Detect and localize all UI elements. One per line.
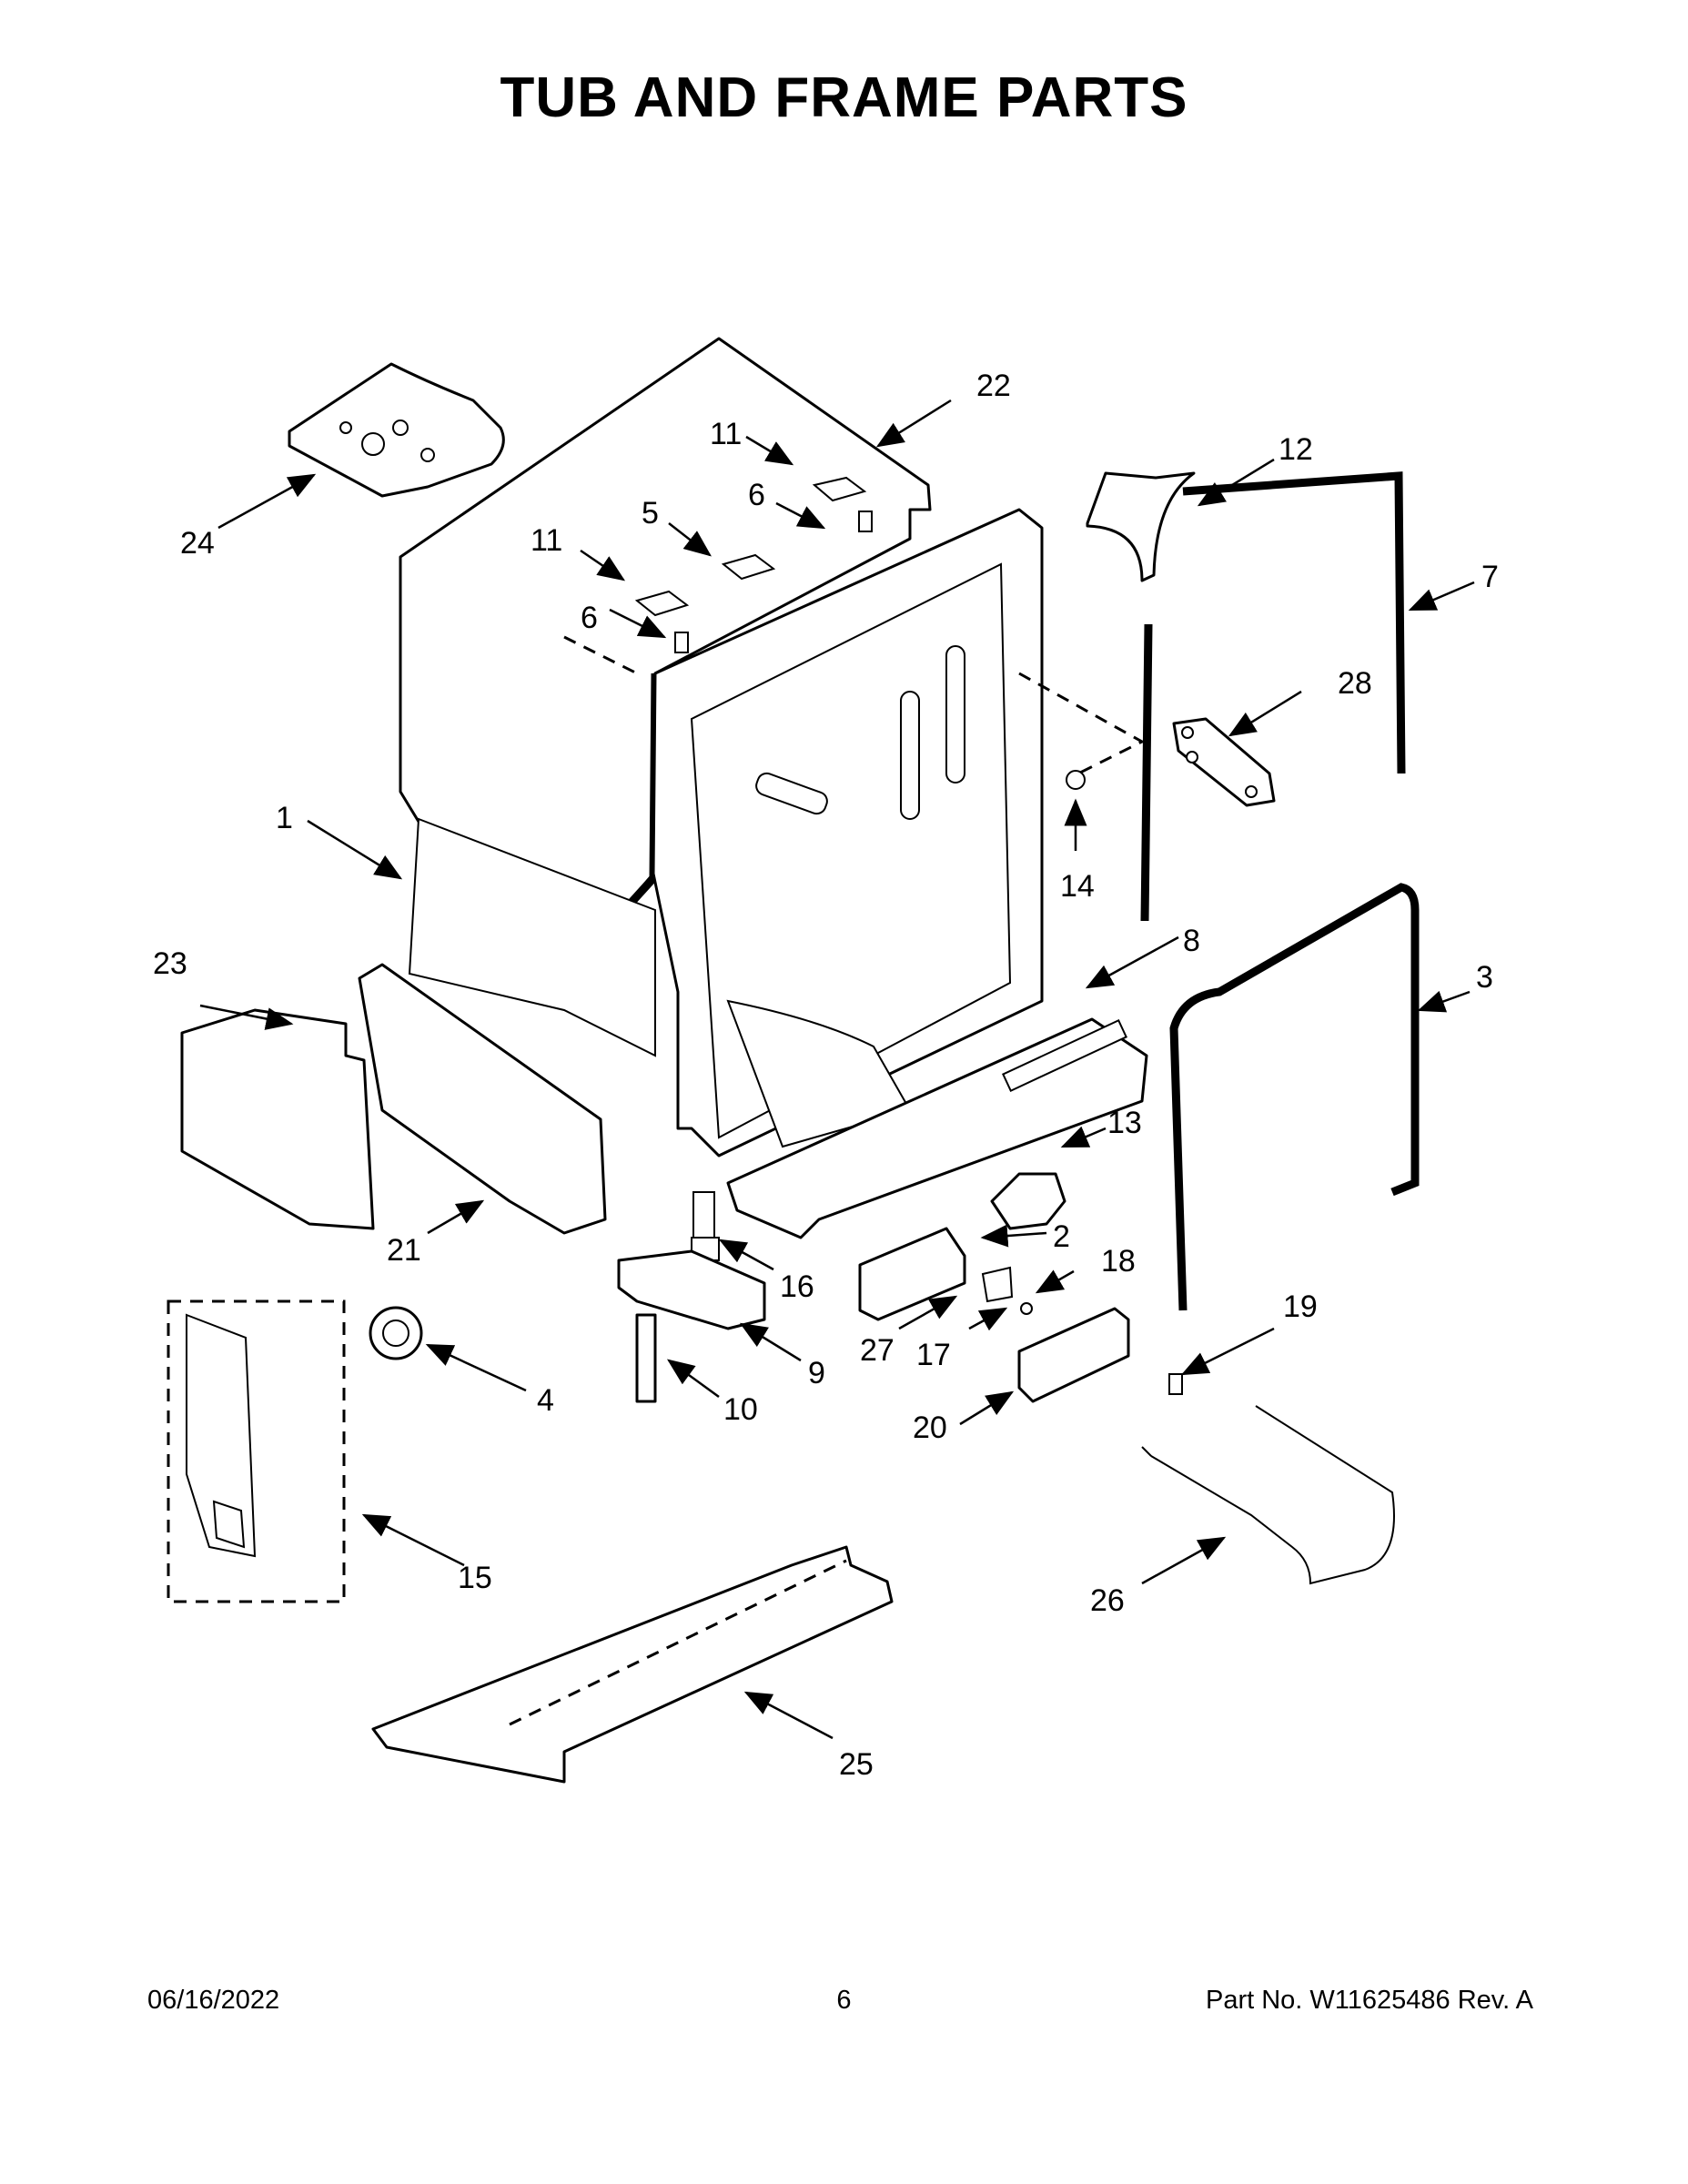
screw-part [1168,1373,1183,1395]
callout-22: 22 [976,369,1011,403]
callout-12: 12 [1279,432,1313,467]
footer-date: 06/16/2022 [147,1986,280,2015]
callout-2: 2 [1053,1219,1070,1254]
plug-part [1018,672,1146,790]
callout-25: 25 [839,1747,874,1782]
callout-28: 28 [1338,666,1372,701]
tub-part [408,508,1044,1158]
control-board-part [1017,1307,1130,1403]
callout-24: 24 [180,526,215,561]
callout-27: 27 [860,1333,895,1368]
heater-harness-part [1141,1405,1395,1585]
callout-4: 4 [537,1383,554,1418]
spacer-tube-part [635,1313,657,1403]
callout-23: 23 [153,946,187,981]
tub-bottom-seal-part [1169,883,1420,1311]
insulation-pad-fold-line [509,1559,847,1726]
door-latch-assembly-part [167,1299,346,1603]
footer-part-number: Part No. W11625486 Rev. A [1205,1986,1533,2015]
footer-page-number: 6 [836,1986,852,2015]
wire-harness-parts [858,1227,1033,1321]
callout-11-upper: 11 [710,417,742,451]
callout-6-lower: 6 [581,601,598,635]
callout-20: 20 [913,1410,947,1445]
gasket-corner-part [1086,471,1196,582]
callout-13: 13 [1107,1106,1142,1140]
callout-21: 21 [387,1233,421,1268]
callout-8: 8 [1183,924,1200,958]
callout-leaders [199,399,1475,1740]
callout-18: 18 [1101,1244,1136,1279]
callout-17: 17 [916,1338,951,1372]
callout-15: 15 [458,1561,492,1595]
leveling-leg-part [691,1191,720,1261]
hardware-bag-part [288,362,505,498]
diverter-part [990,1172,1066,1230]
front-frame-part [358,963,607,1235]
callout-19: 19 [1283,1289,1318,1324]
callout-6-upper: 6 [748,478,765,512]
callout-11-lower: 11 [531,523,562,558]
callout-3: 3 [1476,960,1493,995]
callout-14: 14 [1060,869,1095,904]
callout-10: 10 [723,1392,758,1427]
callout-7: 7 [1481,560,1499,594]
insulation-block-part [180,1008,375,1230]
callout-1: 1 [276,801,293,835]
door-bracket-part [1172,717,1276,807]
callout-16: 16 [780,1269,814,1304]
callout-5: 5 [642,496,659,531]
hinge-bracket-parts [634,476,873,653]
callout-numbers: 1 2 3 4 5 6 6 7 8 9 10 11 11 12 13 14 15… [153,369,1499,1782]
base-frame-part [726,1017,1148,1239]
callout-26: 26 [1090,1583,1125,1618]
vent-part [369,1306,423,1360]
door-seal-part [1140,471,1406,922]
callout-9: 9 [808,1356,825,1390]
page-title: TUB AND FRAME PARTS [500,66,1188,129]
